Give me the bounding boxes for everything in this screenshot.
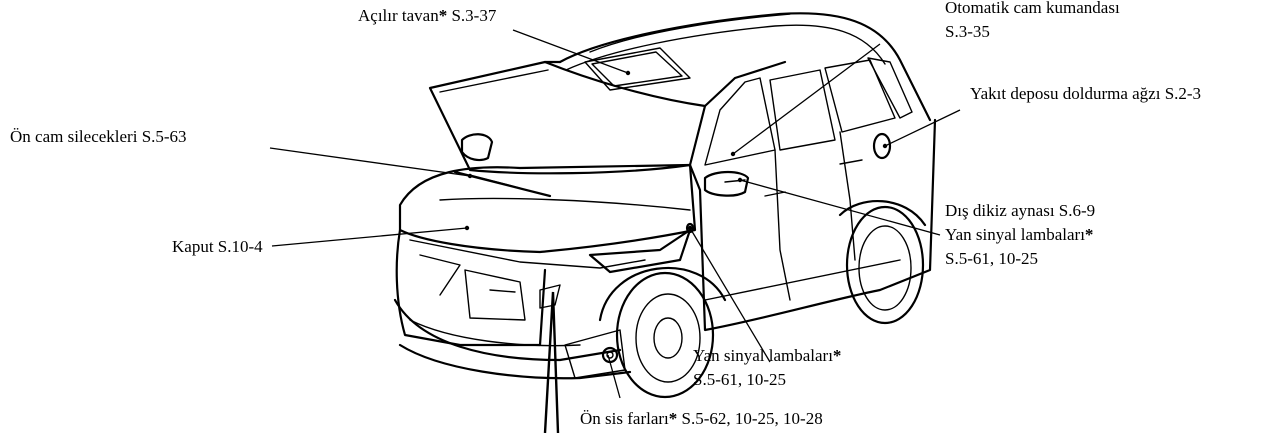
leader-power-window — [732, 43, 881, 155]
label-side-signal-line1: Yan sinyal lambaları* — [693, 345, 841, 367]
label-hood: Kaput S.10-4 — [172, 237, 263, 256]
leader-mirror — [739, 179, 941, 236]
label-fog-ref: S.5-62, 10-25, 10-28 — [681, 409, 823, 428]
leader-wipers — [269, 147, 471, 177]
leader-fog-light — [607, 354, 621, 399]
leader-fuel-filler — [884, 109, 961, 147]
leader-hood — [271, 227, 468, 247]
label-side-signal-star: * — [832, 346, 842, 365]
label-sunroof-star: * — [438, 6, 448, 25]
label-side-signal-line2: S.5-61, 10-25 — [693, 370, 787, 389]
label-mirror-line2-text: Yan sinyal lambaları — [945, 225, 1085, 244]
label-sunroof-ref: S.3-37 — [451, 6, 497, 25]
label-mirror-line2: Yan sinyal lambaları* — [945, 224, 1093, 246]
leader-sunroof — [512, 29, 629, 74]
label-mirror-line3: S.5-61, 10-25 — [945, 249, 1039, 268]
label-sunroof-text: Açılır tavan — [358, 6, 439, 25]
leader-side-signal — [689, 227, 771, 363]
label-power-window-line1: Otomatik cam kumandası — [945, 0, 1120, 17]
label-fog-lights: Ön sis farları* S.5-62, 10-25, 10-28 — [580, 408, 823, 430]
label-fuel-filler: Yakıt deposu doldurma ağzı S.2-3 — [970, 84, 1202, 103]
leader-bottom-pointer — [543, 291, 560, 433]
label-mirror-line2-star: * — [1084, 225, 1094, 244]
label-sunroof: Açılır tavan* S.3-37 — [358, 5, 496, 27]
label-side-signal-text: Yan sinyal lambaları — [693, 346, 833, 365]
label-fog-star: * — [668, 409, 678, 428]
label-fog-text: Ön sis farları — [580, 409, 669, 428]
label-wipers: Ön cam silecekleri S.5-63 — [10, 127, 187, 146]
label-power-window-line2: S.3-35 — [945, 22, 990, 41]
label-mirror-line1: Dış dikiz aynası S.6-9 — [945, 201, 1096, 220]
